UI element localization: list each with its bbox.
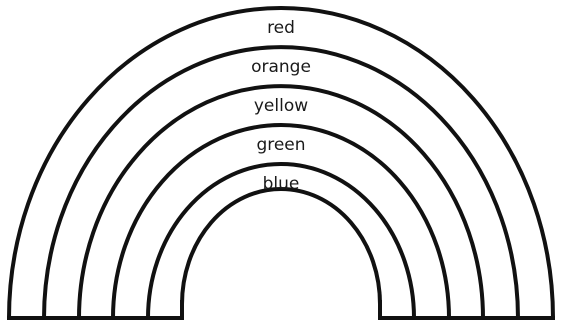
band-label-blue: blue bbox=[263, 174, 300, 194]
arc-6 bbox=[182, 189, 380, 304]
band-label-green: green bbox=[256, 135, 305, 155]
rainbow-arcs bbox=[9, 8, 553, 318]
arc-3 bbox=[79, 86, 483, 318]
rainbow-base bbox=[9, 302, 553, 318]
band-label-red: red bbox=[267, 18, 295, 38]
band-label-yellow: yellow bbox=[254, 96, 308, 116]
band-label-orange: orange bbox=[251, 57, 311, 77]
